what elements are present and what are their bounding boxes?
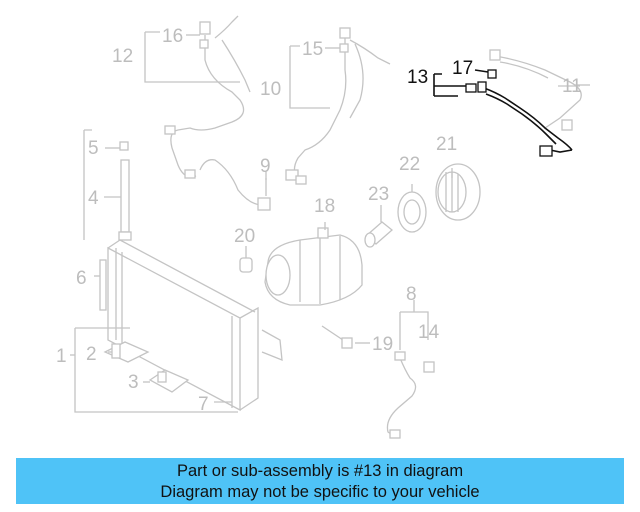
- hose-12: [144, 15, 251, 179]
- compressor-18: [264, 222, 363, 306]
- callout-13: 13: [407, 67, 428, 88]
- callout-21: 21: [436, 134, 457, 155]
- callout-4: 4: [88, 188, 99, 209]
- callout-16: 16: [162, 26, 183, 47]
- callout-23: 23: [368, 184, 389, 205]
- callout-labels: 16 12 15 10 17 13 11 5 4 9 21 22 23 18 2…: [56, 26, 582, 415]
- hose-9: [199, 159, 271, 211]
- callout-15: 15: [302, 39, 323, 60]
- info-banner: Part or sub-assembly is #13 in diagram D…: [16, 458, 624, 504]
- callout-5: 5: [88, 138, 99, 159]
- banner-line-2: Diagram may not be specific to your vehi…: [160, 483, 480, 501]
- hose-10: [285, 27, 391, 185]
- callout-14: 14: [418, 322, 440, 343]
- callout-17: 17: [452, 58, 473, 79]
- condenser: [99, 239, 283, 412]
- callout-2: 2: [86, 344, 97, 365]
- callout-22: 22: [399, 154, 420, 175]
- leader-lines: [94, 34, 580, 403]
- callout-18: 18: [314, 196, 335, 217]
- banner-line-1: Part or sub-assembly is #13 in diagram: [176, 462, 464, 480]
- hose-13-highlighted: [465, 69, 573, 157]
- receiver-drier-4: [83, 129, 132, 241]
- callout-20: 20: [234, 226, 255, 247]
- bolt-19: [321, 325, 370, 349]
- callout-1: 1: [56, 346, 67, 367]
- callout-6: 6: [76, 268, 87, 289]
- callout-9: 9: [260, 156, 271, 177]
- callout-7: 7: [198, 394, 209, 415]
- callout-8: 8: [406, 284, 417, 305]
- hose-11: [489, 49, 590, 131]
- callout-10: 10: [260, 79, 281, 100]
- callout-11: 11: [562, 76, 582, 97]
- clutch-assembly: [364, 163, 481, 248]
- part-20: [239, 246, 253, 273]
- callout-12: 12: [112, 46, 133, 67]
- bracket-group-1: [70, 327, 238, 413]
- callout-19: 19: [372, 334, 393, 355]
- callout-3: 3: [128, 372, 139, 393]
- parts-diagram: 16 12 15 10 17 13 11 5 4 9 21 22 23 18 2…: [56, 15, 590, 439]
- hose-8: [386, 300, 435, 439]
